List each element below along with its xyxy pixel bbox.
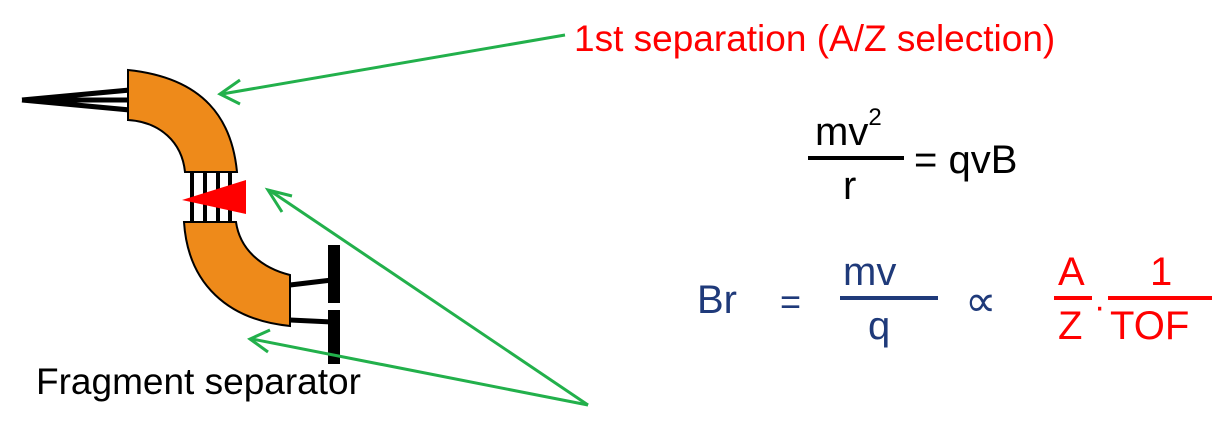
eq2-frac1-bar bbox=[1054, 296, 1092, 300]
eq2-frac2-denominator: TOF bbox=[1110, 304, 1190, 348]
eq1-rhs: = qvB bbox=[914, 138, 1018, 182]
eq2-dot: · bbox=[1094, 288, 1106, 326]
eq2-fraction-bar bbox=[840, 296, 938, 300]
detector-upper bbox=[328, 245, 340, 303]
eq1-numerator: mv2 bbox=[815, 104, 882, 154]
eq1-denominator: r bbox=[843, 164, 857, 208]
eq2-denominator: q bbox=[868, 304, 891, 348]
eq2-frac1-denominator: Z bbox=[1058, 304, 1083, 348]
eq1-exponent: 2 bbox=[868, 104, 882, 131]
eq2-frac2-numerator: 1 bbox=[1150, 250, 1173, 294]
detector-lower bbox=[328, 310, 340, 364]
fragment-separator-caption: Fragment separator bbox=[36, 361, 361, 402]
wedge-degrader bbox=[182, 180, 246, 214]
arrows bbox=[217, 33, 589, 407]
eq2-lhs: Br bbox=[697, 278, 737, 322]
outgoing-beam-lines bbox=[289, 277, 333, 325]
eq2-equals: = bbox=[780, 281, 802, 322]
upper-dipole-magnet bbox=[127, 68, 239, 173]
eq1-fraction-bar bbox=[808, 156, 904, 160]
eq2-frac1-numerator: A bbox=[1058, 250, 1085, 294]
eq2-numerator: mv bbox=[843, 250, 897, 294]
lower-dipole-magnet bbox=[182, 221, 291, 328]
eq2-frac2-bar bbox=[1108, 296, 1212, 300]
selection-title: 1st separation (A/Z selection) bbox=[574, 18, 1056, 59]
eq2-proportional: ∝ bbox=[965, 277, 997, 326]
beam-lines bbox=[21, 87, 131, 113]
